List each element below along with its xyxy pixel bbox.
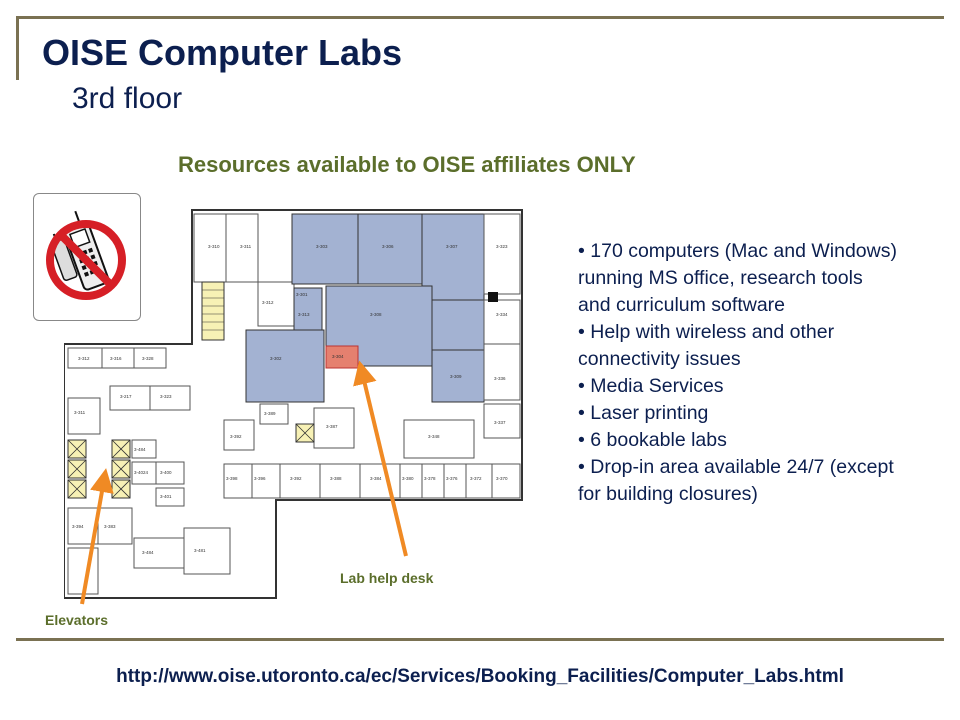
room-number: 3-384 [370, 476, 382, 481]
room-number: 3-380 [402, 476, 414, 481]
room-number: 3-484 [142, 550, 154, 555]
room-number: 3-334 [496, 312, 508, 317]
room-number: 3-312 [78, 356, 90, 361]
room-number: 3-398 [226, 476, 238, 481]
room-number: 3-302 [270, 356, 282, 361]
no-cell-phone-icon [33, 193, 141, 321]
room-number: 3-400 [160, 470, 172, 475]
url-link[interactable]: http://www.oise.utoronto.ca/ec/Services/… [116, 666, 844, 687]
room-number: 3-310 [208, 244, 220, 249]
room-number: 3-388 [330, 476, 342, 481]
room-number: 3-336 [494, 376, 506, 381]
feature-item: Laser printing [578, 400, 898, 427]
room-number: 3-370 [496, 476, 508, 481]
room-number: 3-312 [262, 300, 274, 305]
room-number: 3-304 [332, 354, 344, 359]
room-number: 3-376 [446, 476, 458, 481]
feature-item: 6 bookable labs [578, 427, 898, 454]
room-number: 3-306 [382, 244, 394, 249]
room-number: 3-378 [424, 476, 436, 481]
room-number: 3-316 [110, 356, 122, 361]
room-number: 3-401 [160, 494, 172, 499]
room-number: 3-323 [496, 244, 508, 249]
resources-heading: Resources available to OISE affiliates O… [178, 152, 636, 177]
feature-item: Drop-in area available 24/7 (except for … [578, 454, 898, 508]
room-number: 3-313 [298, 312, 310, 317]
room-number: 3-389 [264, 411, 276, 416]
room-number: 3-303 [316, 244, 328, 249]
room-number: 3-337 [494, 420, 506, 425]
room-number: 3-383 [104, 524, 116, 529]
room-number: 3-311 [74, 410, 86, 415]
feature-item: 170 computers (Mac and Windows) running … [578, 238, 898, 319]
room-number: 3-348 [428, 434, 440, 439]
page-subtitle: 3rd floor [72, 82, 183, 115]
page-title: OISE Computer Labs [42, 32, 403, 73]
feature-item: Help with wireless and other connectivit… [578, 319, 898, 373]
lab-help-desk-label: Lab help desk [340, 570, 434, 586]
room-number: 3-484 [134, 447, 146, 452]
top-border-line [16, 16, 944, 19]
room-number: 3-372 [470, 476, 482, 481]
room-number: 3-323 [160, 394, 172, 399]
room-numbers: 3-310 3-311 3-303 3-306 3-307 3-323 3-31… [72, 244, 508, 555]
room-number: 3-217 [120, 394, 132, 399]
feature-item: Media Services [578, 373, 898, 400]
bottom-border-line [16, 638, 944, 641]
floor-plan-map: 3-310 3-311 3-303 3-306 3-307 3-323 3-31… [63, 208, 524, 608]
room-number: 3-394 [72, 524, 84, 529]
room-number: 3-4024 [134, 470, 149, 475]
elevators-label: Elevators [45, 612, 109, 628]
room-number: 3-396 [254, 476, 266, 481]
room-number: 3-387 [326, 424, 338, 429]
features-list: 170 computers (Mac and Windows) running … [578, 238, 898, 508]
room-number: 3-392 [230, 434, 242, 439]
room-number: 3-392 [290, 476, 302, 481]
room-number: 3-311 [240, 244, 252, 249]
room-number: 3-309 [450, 374, 462, 379]
room-number: 3-481 [194, 548, 206, 553]
room-number: 3-307 [446, 244, 458, 249]
room-number: 3-301 [296, 292, 308, 297]
left-border-line [16, 16, 19, 80]
room-number: 3-308 [370, 312, 382, 317]
room-number: 3-328 [142, 356, 154, 361]
